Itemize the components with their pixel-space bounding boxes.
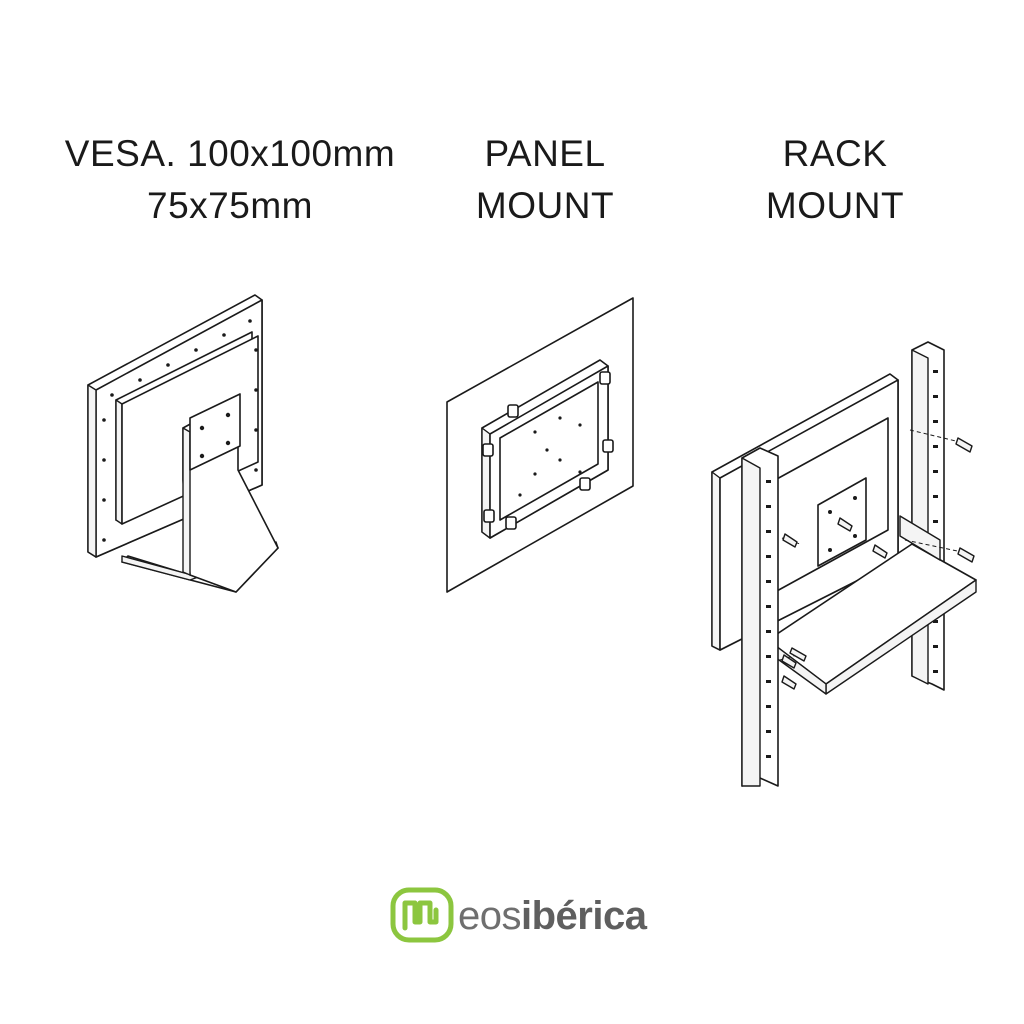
rack-caption: RACK MOUNT	[730, 128, 940, 232]
rack-mount-illustration	[711, 341, 977, 787]
panel-caption: PANEL MOUNT	[440, 128, 650, 232]
panel-caption-line2: MOUNT	[475, 185, 615, 226]
logo-text-bold: ibérica	[521, 894, 647, 938]
logo-wordmark: eosibérica	[458, 890, 647, 942]
panel-mount-illustration	[446, 297, 634, 593]
vesa-caption-line1: VESA. 100x100mm	[64, 133, 396, 174]
vesa-caption: VESA. 100x100mm 75x75mm	[40, 128, 420, 232]
vesa-stand-monitor-illustration	[87, 294, 279, 593]
rack-caption-line2: MOUNT	[765, 185, 905, 226]
eos-iberica-logo: eosibérica	[390, 886, 690, 946]
eos-logo-mark-icon	[390, 887, 454, 943]
panel-caption-line1: PANEL	[484, 133, 606, 174]
logo-text-light: eos	[458, 894, 522, 938]
vesa-caption-line2: 75x75mm	[147, 185, 313, 226]
rack-caption-line1: RACK	[782, 133, 888, 174]
